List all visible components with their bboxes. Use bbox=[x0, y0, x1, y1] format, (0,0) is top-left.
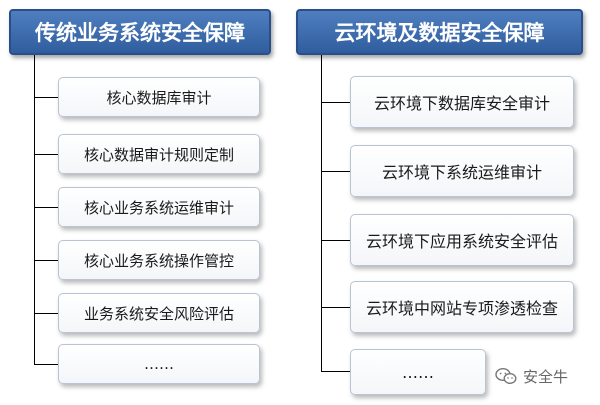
right-trunk-line bbox=[321, 55, 322, 371]
watermark-text: 安全牛 bbox=[523, 367, 569, 386]
right-item-cloud-db-audit: 云环境下数据库安全审计 bbox=[350, 76, 574, 128]
left-branch-line bbox=[34, 97, 58, 98]
right-item-cloud-app-assessment: 云环境下应用系统安全评估 bbox=[350, 214, 574, 266]
left-trunk-line bbox=[34, 55, 35, 365]
left-branch-line bbox=[34, 364, 58, 365]
left-item-db-audit: 核心数据库审计 bbox=[58, 77, 260, 117]
right-branch-line bbox=[321, 371, 350, 372]
left-branch-line bbox=[34, 313, 58, 314]
left-item-more: …… bbox=[58, 344, 260, 384]
right-branch-line bbox=[321, 102, 350, 103]
left-branch-line bbox=[34, 154, 58, 155]
left-item-audit-rules: 核心数据审计规则定制 bbox=[58, 134, 260, 174]
left-branch-line bbox=[34, 260, 58, 261]
wechat-icon bbox=[495, 367, 517, 385]
left-item-ops-control: 核心业务系统操作管控 bbox=[58, 240, 260, 280]
right-item-cloud-pentest: 云环境中网站专项渗透检查 bbox=[350, 281, 574, 333]
left-header: 传统业务系统安全保障 bbox=[9, 9, 271, 55]
right-branch-line bbox=[321, 240, 350, 241]
watermark: 安全牛 bbox=[495, 361, 568, 391]
right-item-more: …… bbox=[350, 349, 486, 395]
right-item-cloud-ops-audit: 云环境下系统运维审计 bbox=[350, 145, 574, 197]
right-branch-line bbox=[321, 171, 350, 172]
left-branch-line bbox=[34, 207, 58, 208]
right-branch-line bbox=[321, 307, 350, 308]
right-header: 云环境及数据安全保障 bbox=[296, 9, 583, 55]
left-item-risk-assessment: 业务系统安全风险评估 bbox=[58, 293, 260, 333]
left-item-ops-audit: 核心业务系统运维审计 bbox=[58, 187, 260, 227]
